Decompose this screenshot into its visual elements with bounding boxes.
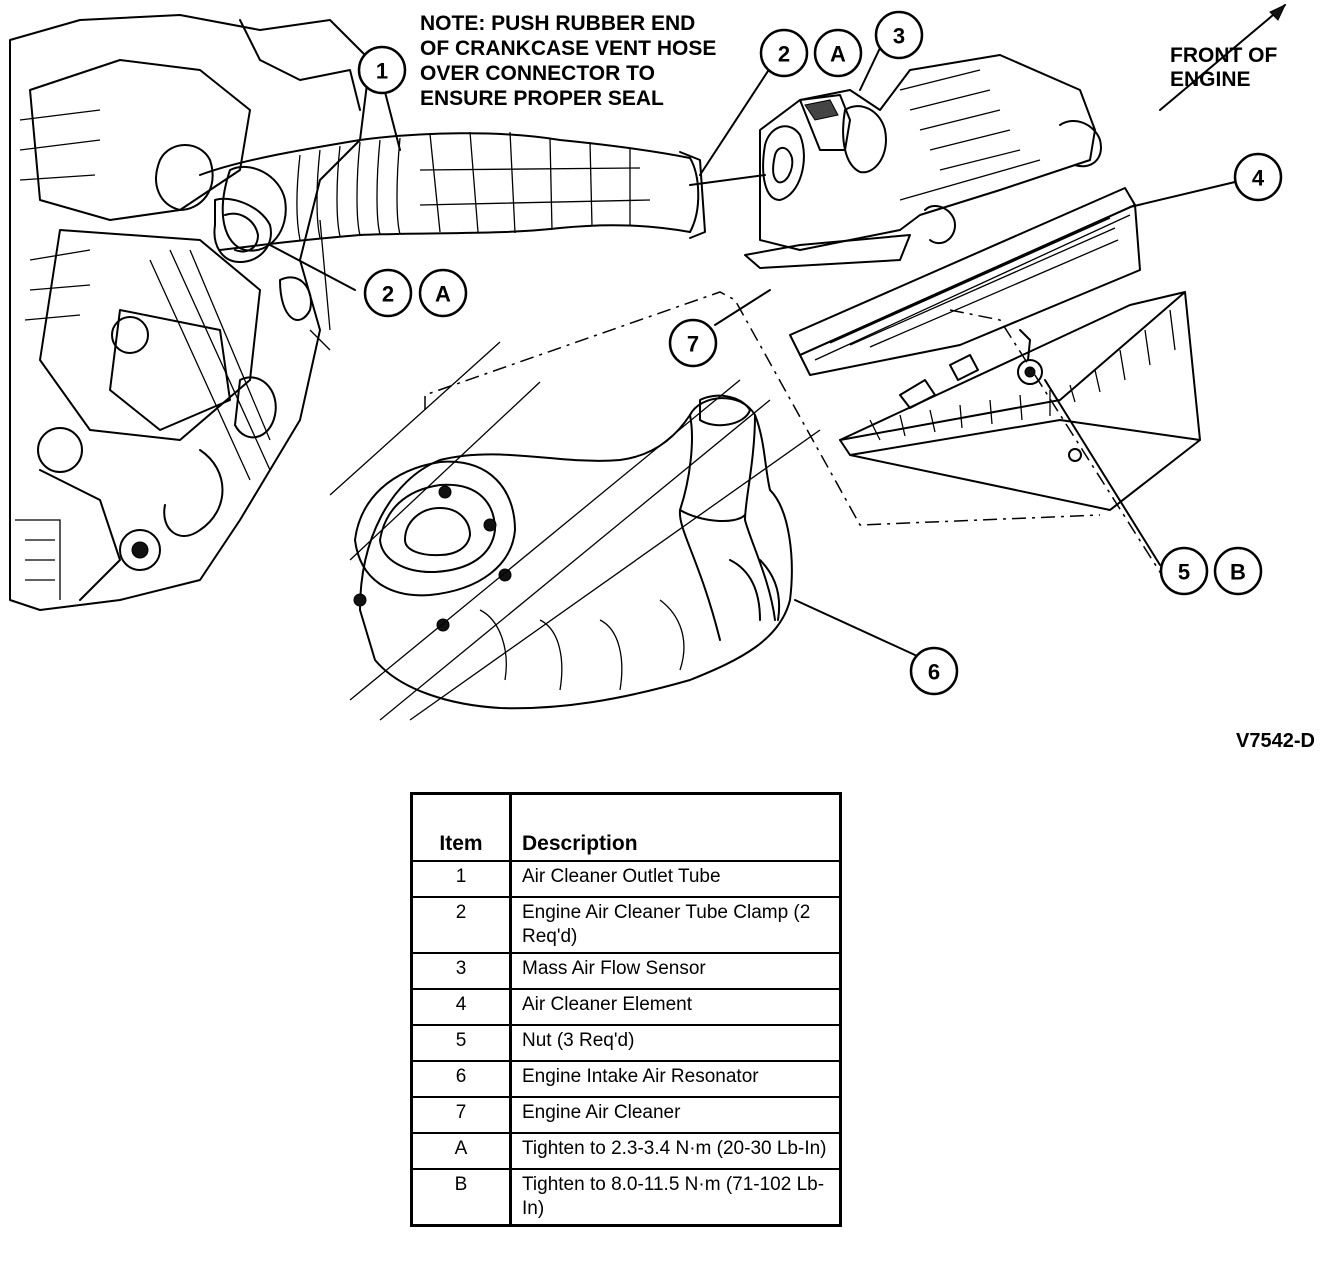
engine-air-cleaner-drawing bbox=[839, 291, 1201, 511]
svg-text:ENGINE: ENGINE bbox=[1170, 68, 1251, 91]
callout-2-top-label: 2 bbox=[778, 42, 790, 67]
svg-text:OVER CONNECTOR TO: OVER CONNECTOR TO bbox=[420, 62, 655, 85]
row-item: B bbox=[411, 1169, 512, 1227]
callout-1-label: 1 bbox=[376, 59, 388, 84]
callout-2-mid: 2 bbox=[363, 268, 413, 318]
callout-1: 1 bbox=[357, 45, 407, 95]
callout-6-label: 6 bbox=[928, 660, 940, 685]
air-cleaner-outlet-tube-drawing bbox=[199, 131, 706, 263]
row-item: 4 bbox=[411, 989, 512, 1026]
row-description: Engine Air Cleaner bbox=[510, 1097, 841, 1134]
legend-header-row: Item Description bbox=[411, 793, 841, 862]
row-item: 6 bbox=[411, 1061, 512, 1098]
svg-text:FRONT OF: FRONT OF bbox=[1170, 44, 1277, 67]
callout-b: B bbox=[1213, 546, 1263, 596]
callout-2-top: 2 bbox=[759, 28, 809, 78]
callout-4: 4 bbox=[1233, 152, 1283, 202]
callout-6: 6 bbox=[909, 646, 959, 696]
note-line-2: OF CRANKCASE VENT HOSE bbox=[420, 37, 716, 60]
callout-2-mid-label: 2 bbox=[382, 282, 394, 307]
note-line-3: OVER CONNECTOR TO bbox=[420, 62, 655, 85]
row-description: Engine Air Cleaner Tube Clamp (2 Req'd) bbox=[510, 897, 841, 954]
row-description: Nut (3 Req'd) bbox=[510, 1025, 841, 1062]
row-description: Air Cleaner Element bbox=[510, 989, 841, 1026]
legend-header-description: Description bbox=[510, 793, 841, 862]
callout-a-top-label: A bbox=[830, 42, 846, 67]
air-cleaner-lid-drawing bbox=[744, 54, 1102, 269]
row-item: A bbox=[411, 1133, 512, 1170]
note-line-4: ENSURE PROPER SEAL bbox=[420, 87, 664, 110]
legend-header-item: Item bbox=[411, 793, 512, 862]
callout-a-mid-label: A bbox=[435, 282, 451, 307]
svg-text:NOTE: PUSH RUBBER END: NOTE: PUSH RUBBER END bbox=[420, 12, 695, 35]
air-cleaner-diagram: NOTE: PUSH RUBBER END OF CRANKCASE VENT … bbox=[9, 3, 1287, 721]
row-description: Engine Intake Air Resonator bbox=[510, 1061, 841, 1098]
row-description: Tighten to 8.0-11.5 N·m (71-102 Lb-In) bbox=[510, 1169, 841, 1227]
row-item: 7 bbox=[411, 1097, 512, 1134]
leader-lines bbox=[269, 3, 1287, 656]
row-item: 5 bbox=[411, 1025, 512, 1062]
svg-text:OF CRANKCASE VENT HOSE: OF CRANKCASE VENT HOSE bbox=[420, 37, 716, 60]
row-item: 1 bbox=[411, 861, 512, 898]
air-cleaner-element-drawing bbox=[789, 187, 1141, 376]
callout-3: 3 bbox=[874, 10, 924, 60]
callout-3-label: 3 bbox=[893, 24, 905, 49]
callout-a-mid: A bbox=[418, 268, 468, 318]
row-item: 2 bbox=[411, 897, 512, 954]
engine-block-drawing bbox=[9, 14, 371, 611]
front-of-engine-label: FRONT OF ENGINE bbox=[1170, 44, 1277, 91]
row-description: Tighten to 2.3-3.4 N·m (20-30 Lb-In) bbox=[510, 1133, 841, 1170]
row-description: Air Cleaner Outlet Tube bbox=[510, 861, 841, 898]
assembly-lines bbox=[329, 291, 1166, 721]
figure-reference-code: V7542-D bbox=[1236, 730, 1315, 752]
row-description: Mass Air Flow Sensor bbox=[510, 953, 841, 990]
front-label-line-1: FRONT OF bbox=[1170, 44, 1277, 67]
resonator-drawing bbox=[353, 394, 793, 710]
note-line-1: NOTE: PUSH RUBBER END bbox=[420, 12, 695, 35]
callout-a-top: A bbox=[813, 28, 863, 78]
svg-text:ENSURE PROPER SEAL: ENSURE PROPER SEAL bbox=[420, 87, 664, 110]
callout-4-label: 4 bbox=[1252, 166, 1265, 191]
callout-5-label: 5 bbox=[1178, 560, 1190, 585]
callout-7-label: 7 bbox=[687, 332, 699, 357]
callout-5: 5 bbox=[1159, 546, 1209, 596]
callout-b-label: B bbox=[1230, 560, 1246, 585]
note-text: NOTE: PUSH RUBBER END OF CRANKCASE VENT … bbox=[420, 12, 716, 110]
front-label-line-2: ENGINE bbox=[1170, 68, 1251, 91]
row-item: 3 bbox=[411, 953, 512, 990]
callout-7: 7 bbox=[668, 318, 718, 368]
